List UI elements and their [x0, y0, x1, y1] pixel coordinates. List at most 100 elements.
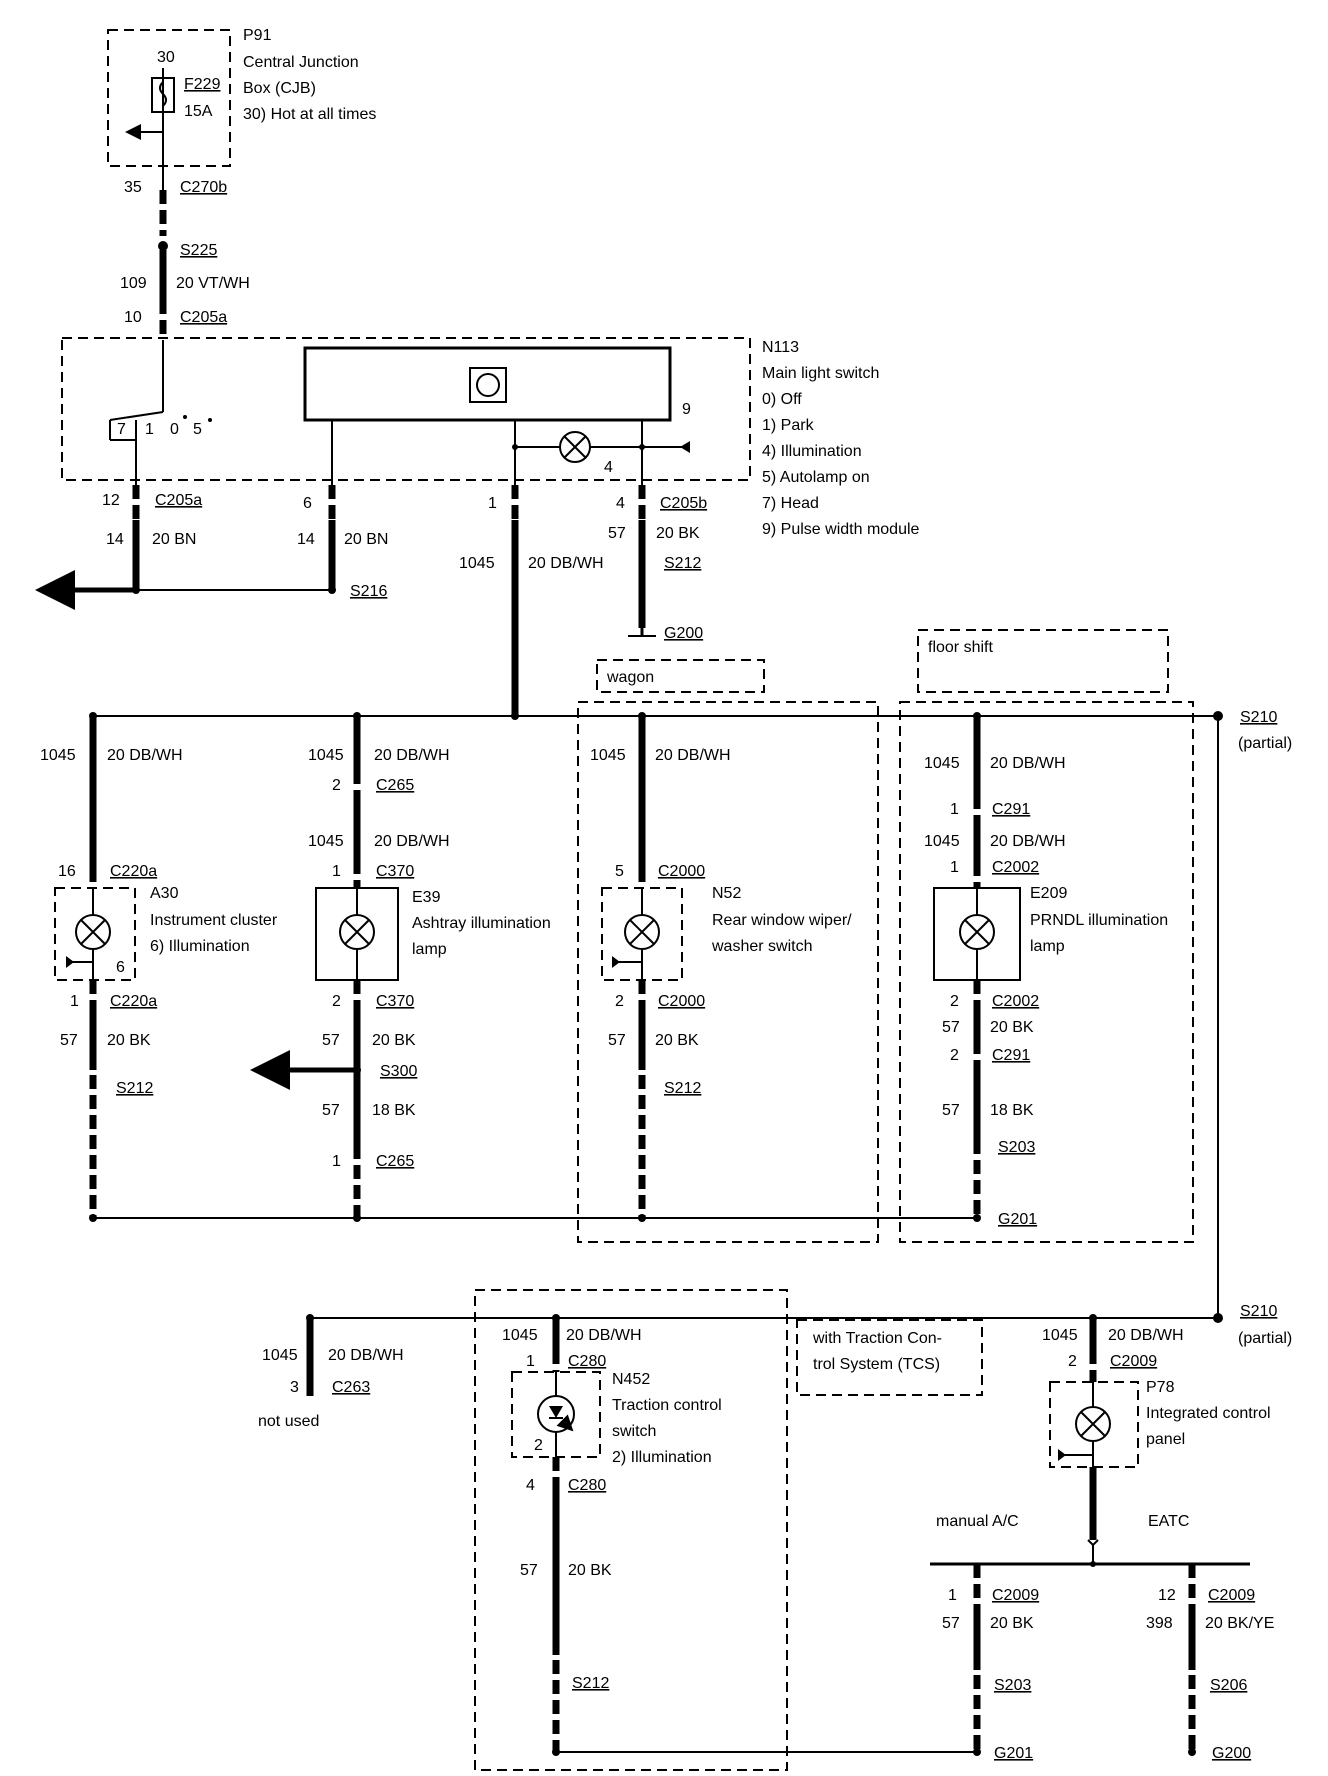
wire-18bk-e209: 18 BK — [990, 1102, 1034, 1119]
circuit-57-a30: 57 — [60, 1032, 78, 1049]
floor-shift-option-box — [917, 629, 1169, 693]
wire-dbwh-p78: 20 DB/WH — [1108, 1327, 1184, 1344]
circuit-1-c280: 1 — [526, 1353, 535, 1370]
connector-c220a-bottom: C220a — [110, 993, 157, 1010]
ground-g201-bottom: G201 — [994, 1745, 1033, 1762]
circuit-1-c291: 1 — [950, 801, 959, 818]
a30-function: 6) Illumination — [150, 938, 250, 955]
n52-name-line1: Rear window wiper/ — [712, 912, 852, 929]
p78-name-line1: Integrated control — [1146, 1405, 1271, 1422]
connector-c280-bottom: C280 — [568, 1477, 606, 1494]
circuit-1045-e209b: 1045 — [924, 833, 960, 850]
a30-id: A30 — [150, 885, 179, 902]
wagon-label: wagon — [606, 669, 654, 686]
n113-id: N113 — [762, 339, 799, 356]
n113-pin-4: 4 — [604, 459, 613, 476]
a30-instrument-cluster: A30 Instrument cluster 6) Illumination 6 — [54, 885, 278, 981]
connector-c265-top: C265 — [376, 777, 414, 794]
wire-bk-n113: 20 BK — [656, 525, 700, 542]
circuit-1045-n452: 1045 — [502, 1327, 538, 1344]
ground-g200-top: G200 — [664, 625, 703, 642]
n113-pin-0: 0 — [170, 421, 179, 438]
p91-name-line2: Box (CJB) — [243, 80, 316, 97]
connector-c291-top: C291 — [992, 801, 1030, 818]
circuit-57-n452: 57 — [520, 1562, 538, 1579]
p91-central-junction-box: P91 Central Junction Box (CJB) 30) Hot a… — [107, 27, 376, 190]
splice-s210-top: S210 — [1240, 709, 1277, 726]
splice-s225: S225 — [180, 242, 217, 259]
circuit-398: 398 — [1146, 1615, 1173, 1632]
circuit-57-e209b: 57 — [942, 1102, 960, 1119]
splice-s300: S300 — [380, 1063, 417, 1080]
wire-bn-a: 20 BN — [152, 531, 196, 548]
circuit-12: 12 — [102, 492, 120, 509]
n452-function: 2) Illumination — [612, 1449, 712, 1466]
circuit-1045-e39a: 1045 — [308, 747, 344, 764]
connector-c205b: C205b — [660, 495, 707, 512]
e39-name-line2: lamp — [412, 941, 447, 958]
tcs-label-line1: with Traction Con- — [812, 1330, 942, 1347]
wire-bk-n52: 20 BK — [655, 1032, 699, 1049]
circuit-57-n113: 57 — [608, 525, 626, 542]
splice-s212-top: S212 — [664, 555, 701, 572]
connector-c2009-eatc: C2009 — [1208, 1587, 1255, 1604]
n113-pin-1: 1 — [145, 421, 154, 438]
s210-partial-top: (partial) — [1238, 735, 1292, 752]
circuit-57-manual: 57 — [942, 1615, 960, 1632]
a30-pin-6: 6 — [116, 959, 125, 976]
circuit-57-e209: 57 — [942, 1019, 960, 1036]
tcs-label-line2: trol System (TCS) — [813, 1356, 940, 1373]
circuit-2-c2009: 2 — [1068, 1353, 1077, 1370]
circuit-1-c370: 1 — [332, 863, 341, 880]
wire-dbwh-n452: 20 DB/WH — [566, 1327, 642, 1344]
p91-hot-note: 30) Hot at all times — [243, 106, 376, 123]
circuit-1045-c263: 1045 — [262, 1347, 298, 1364]
wire-dbwh-e39b: 20 DB/WH — [374, 833, 450, 850]
circuit-2-c2000: 2 — [615, 993, 624, 1010]
n113-mode-head: 7) Head — [762, 495, 819, 512]
n113-mode-autolamp: 5) Autolamp on — [762, 469, 870, 486]
splice-s212-a30: S212 — [116, 1080, 153, 1097]
connector-c280-top: C280 — [568, 1353, 606, 1370]
splice-s210-bottom: S210 — [1240, 1303, 1277, 1320]
s210-partial-bottom: (partial) — [1238, 1330, 1292, 1347]
circuit-57-n52: 57 — [608, 1032, 626, 1049]
wire-dbwh-e39a: 20 DB/WH — [374, 747, 450, 764]
wire-dbwh-main: 20 DB/WH — [528, 555, 604, 572]
wire-vt-wh: 20 VT/WH — [176, 275, 250, 292]
circuit-6: 6 — [303, 495, 312, 512]
e209-id: E209 — [1030, 885, 1067, 902]
p78-name-line2: panel — [1146, 1431, 1185, 1448]
n452-id: N452 — [612, 1371, 650, 1388]
n113-main-light-switch: N113 Main light switch 0) Off 1) Park 4)… — [61, 337, 920, 538]
wire-dbwh-n52: 20 DB/WH — [655, 747, 731, 764]
wire-bk-e209: 20 BK — [990, 1019, 1034, 1036]
manual-ac-label: manual A/C — [936, 1513, 1019, 1530]
splice-s216: S216 — [350, 583, 387, 600]
circuit-1045-e209a: 1045 — [924, 755, 960, 772]
circuit-1-a30: 1 — [70, 993, 79, 1010]
wire-bk-e39: 20 BK — [372, 1032, 416, 1049]
connector-c263: C263 — [332, 1379, 370, 1396]
wire-bn-b: 20 BN — [344, 531, 388, 548]
fuse-rating: 15A — [184, 103, 213, 120]
circuit-1-c2009: 1 — [948, 1587, 957, 1604]
connector-c2000-top: C2000 — [658, 863, 705, 880]
wire-dbwh-e209a: 20 DB/WH — [990, 755, 1066, 772]
circuit-14-a: 14 — [106, 531, 124, 548]
wire-bk-manual: 20 BK — [990, 1615, 1034, 1632]
n113-mode-pwm: 9) Pulse width module — [762, 521, 920, 538]
circuit-1045-main: 1045 — [459, 555, 495, 572]
circuit-1-n113: 1 — [488, 495, 497, 512]
connector-c2002-bottom: C2002 — [992, 993, 1039, 1010]
ground-g200-bottom: G200 — [1212, 1745, 1251, 1762]
circuit-1-c2002: 1 — [950, 859, 959, 876]
circuit-57-e39b: 57 — [322, 1102, 340, 1119]
wire-dbwh-c263: 20 DB/WH — [328, 1347, 404, 1364]
connector-c220a-top: C220a — [110, 863, 157, 880]
circuit-2-c2002: 2 — [950, 993, 959, 1010]
p91-id: P91 — [243, 27, 272, 44]
n452-pin-2: 2 — [534, 1437, 543, 1454]
n113-mode-illumination: 4) Illumination — [762, 443, 862, 460]
